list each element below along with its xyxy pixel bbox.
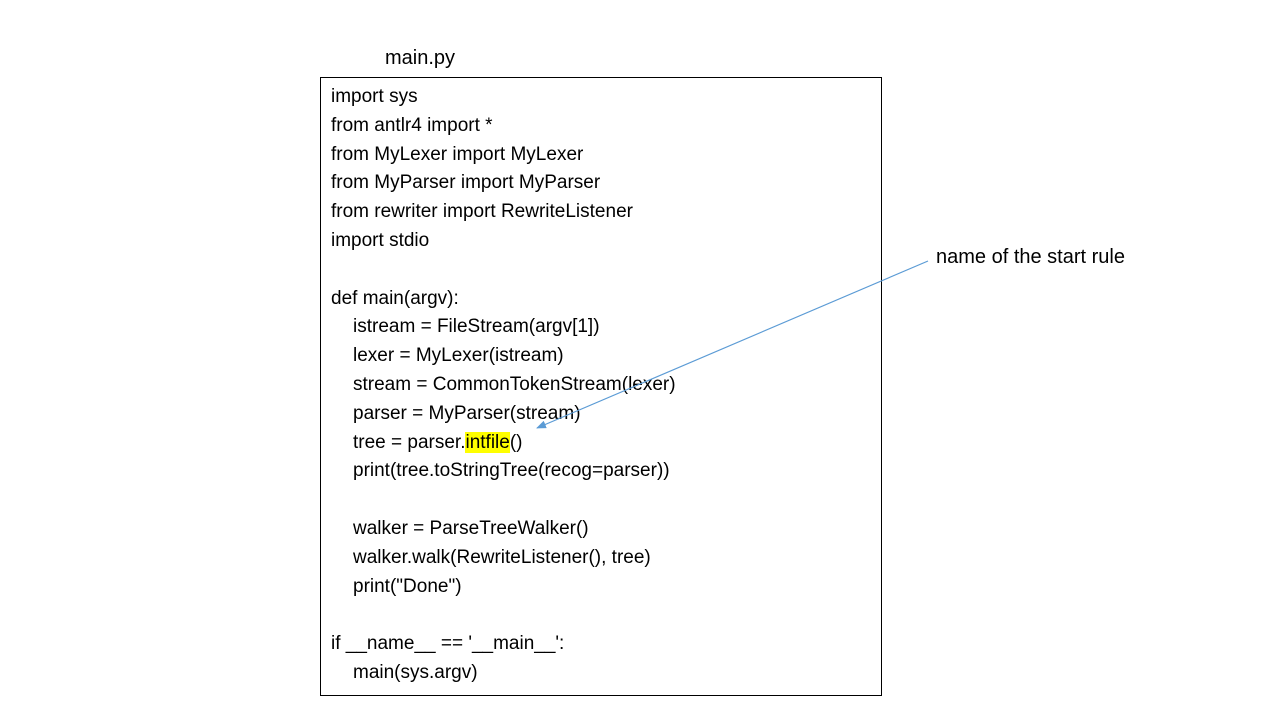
code-text: parser = MyParser(stream) bbox=[353, 402, 581, 424]
code-line: stream = CommonTokenStream(lexer) bbox=[331, 371, 676, 400]
code-text: walker = ParseTreeWalker() bbox=[353, 517, 589, 539]
code-line: istream = FileStream(argv[1]) bbox=[331, 313, 676, 342]
code-line bbox=[331, 601, 676, 630]
code-line: walker.walk(RewriteListener(), tree) bbox=[331, 544, 676, 573]
code-text: from rewriter import RewriteListener bbox=[331, 201, 633, 223]
code-text: if __name__ == '__main__': bbox=[331, 633, 565, 655]
file-title: main.py bbox=[385, 47, 456, 69]
code-line bbox=[331, 486, 676, 515]
code-text: print("Done") bbox=[353, 575, 462, 597]
code-line: from MyParser import MyParser bbox=[331, 169, 676, 198]
code-text-before: tree = parser. bbox=[353, 431, 466, 453]
code-text: istream = FileStream(argv[1]) bbox=[353, 316, 600, 338]
code-line: walker = ParseTreeWalker() bbox=[331, 515, 676, 544]
code-line: if __name__ == '__main__': bbox=[331, 630, 676, 659]
code-line: lexer = MyLexer(istream) bbox=[331, 342, 676, 371]
code-line bbox=[331, 256, 676, 285]
code-text: lexer = MyLexer(istream) bbox=[353, 345, 564, 367]
code-line: import stdio bbox=[331, 227, 676, 256]
code-line: parser = MyParser(stream) bbox=[331, 400, 676, 429]
code-line: def main(argv): bbox=[331, 285, 676, 314]
code-text: import sys bbox=[331, 86, 418, 107]
code-line: print("Done") bbox=[331, 573, 676, 602]
code-line: from rewriter import RewriteListener bbox=[331, 198, 676, 227]
code-line: from MyLexer import MyLexer bbox=[331, 141, 676, 170]
code-text: walker.walk(RewriteListener(), tree) bbox=[353, 546, 651, 568]
code-box: import sys from antlr4 import * from MyLex… bbox=[320, 77, 882, 696]
code-text-after: () bbox=[509, 431, 523, 453]
code-text: import stdio bbox=[331, 229, 430, 251]
code-line: import sys bbox=[331, 83, 676, 112]
code-line: from antlr4 import * bbox=[331, 112, 676, 141]
code-line: tree = parser.intfile() bbox=[331, 429, 676, 458]
code-text: print(tree.toStringTree(recog=parser)) bbox=[353, 460, 670, 482]
code-text: from MyLexer import MyLexer bbox=[331, 143, 584, 165]
code-line: main(sys.argv) bbox=[331, 659, 676, 688]
code-lines: import sys from antlr4 import * from MyLex… bbox=[331, 83, 676, 688]
code-line: print(tree.toStringTree(recog=parser)) bbox=[331, 457, 676, 486]
code-text: def main(argv): bbox=[331, 287, 459, 309]
code-text: from antlr4 import * bbox=[331, 114, 493, 136]
code-text: stream = CommonTokenStream(lexer) bbox=[353, 373, 676, 395]
start-rule-highlight: intfile bbox=[465, 431, 510, 453]
annotation-label: name of the start rule bbox=[936, 246, 1125, 268]
code-text: from MyParser import MyParser bbox=[331, 172, 601, 194]
code-text: main(sys.argv) bbox=[353, 661, 478, 683]
